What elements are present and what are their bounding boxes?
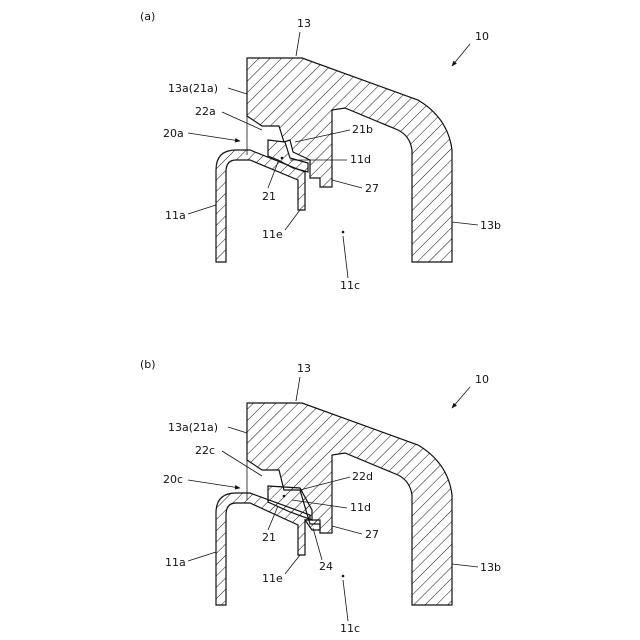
figure-b: (b) 13 10 13a(21a) 22c 22d 20c 11d 21 27… bbox=[140, 358, 501, 635]
label-11c-a: 11c bbox=[340, 279, 360, 292]
label-11e-a: 11e bbox=[262, 228, 283, 241]
plate-11a-a bbox=[216, 150, 305, 262]
figure-a-caption: (a) bbox=[140, 10, 155, 23]
leader-11e-b bbox=[285, 555, 300, 574]
leader-11c-b bbox=[343, 580, 348, 621]
leader-13a-b bbox=[228, 427, 247, 433]
figure-b-caption: (b) bbox=[140, 358, 156, 371]
leader-11e-a bbox=[285, 210, 300, 230]
arrow-20a-a bbox=[188, 133, 240, 141]
figure-a: (a) 13 10 13a(21a) 22a 20a 21b 11d 21 27… bbox=[140, 10, 501, 292]
leader-11c-a bbox=[343, 236, 348, 278]
leader-11a-a bbox=[188, 205, 216, 214]
arrow-10-b bbox=[452, 387, 470, 408]
label-22c-b: 22c bbox=[195, 444, 215, 457]
label-10-a: 10 bbox=[475, 30, 489, 43]
label-13b-b: 13b bbox=[480, 561, 501, 574]
point-11c-a bbox=[342, 231, 345, 234]
label-21b-a: 21b bbox=[352, 123, 373, 136]
leader-13b-b bbox=[452, 564, 478, 567]
label-27-b: 27 bbox=[365, 528, 379, 541]
label-20a-a: 20a bbox=[163, 127, 184, 140]
label-13-b: 13 bbox=[297, 362, 311, 375]
label-13b-a: 13b bbox=[480, 219, 501, 232]
leader-27-a bbox=[332, 180, 362, 188]
label-13a-b: 13a(21a) bbox=[168, 421, 218, 434]
label-11d-a: 11d bbox=[350, 153, 371, 166]
leader-13-a bbox=[296, 32, 300, 56]
label-20c-b: 20c bbox=[163, 473, 183, 486]
element-24-b bbox=[305, 520, 320, 530]
label-13-a: 13 bbox=[297, 17, 311, 30]
point-11d-a bbox=[281, 157, 284, 160]
label-11a-b: 11a bbox=[165, 556, 186, 569]
leader-13-b bbox=[296, 377, 300, 401]
label-27-a: 27 bbox=[365, 182, 379, 195]
point-11c-b bbox=[342, 575, 345, 578]
point-11d-b bbox=[283, 495, 286, 498]
label-11e-b: 11e bbox=[262, 572, 283, 585]
label-11d-b: 11d bbox=[350, 501, 371, 514]
label-24-b: 24 bbox=[319, 560, 333, 573]
label-21-b: 21 bbox=[262, 531, 276, 544]
label-10-b: 10 bbox=[475, 373, 489, 386]
label-11c-b: 11c bbox=[340, 622, 360, 635]
label-22a-a: 22a bbox=[195, 105, 216, 118]
leader-13a-a bbox=[228, 88, 247, 94]
label-22d-b: 22d bbox=[352, 470, 373, 483]
leader-27-b bbox=[332, 526, 362, 534]
arrow-20c-b bbox=[188, 480, 240, 488]
leader-11a-b bbox=[188, 552, 216, 561]
arrow-10-a bbox=[452, 44, 470, 66]
plate-11a-b bbox=[216, 493, 310, 605]
label-13a-a: 13a(21a) bbox=[168, 82, 218, 95]
leader-13b-a bbox=[452, 222, 478, 225]
label-21-a: 21 bbox=[262, 190, 276, 203]
label-11a-a: 11a bbox=[165, 209, 186, 222]
